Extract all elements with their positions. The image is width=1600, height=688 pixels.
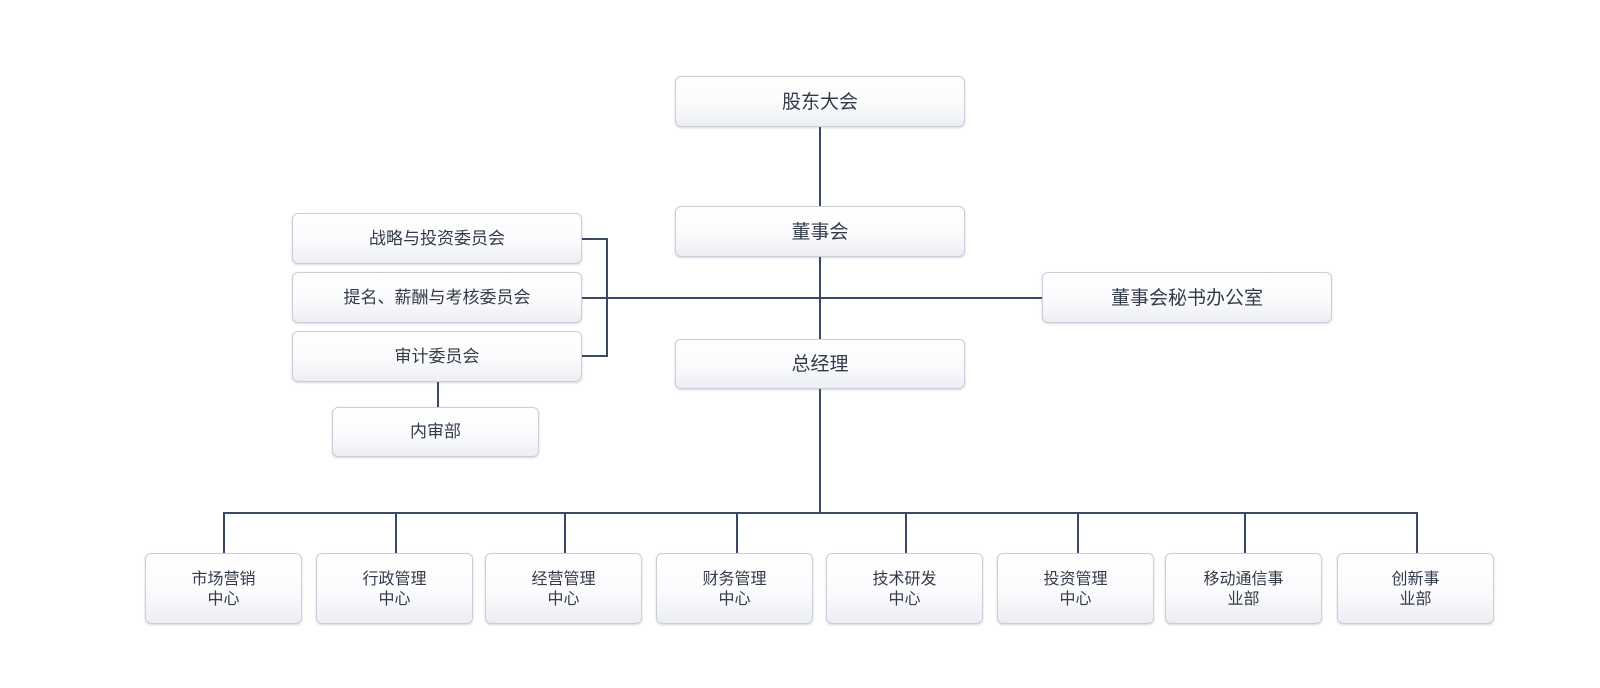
center-label-line2: 中心 [547,588,580,608]
center-label-line1: 投资管理 [1043,568,1108,588]
node-board-office-label: 董事会秘书办公室 [1110,286,1263,309]
node-board-label: 董事会 [791,220,849,243]
node-audit-committee-label: 审计委员会 [394,346,480,367]
node-center-administration: 行政管理 中心 [316,553,473,624]
node-shareholders: 股东大会 [675,76,965,127]
node-division-mobile: 移动通信事 业部 [1165,553,1322,624]
center-label-line2: 业部 [1227,588,1260,608]
center-label-line2: 中心 [718,588,751,608]
center-label-line1: 创新事 [1391,568,1440,588]
node-center-finance: 财务管理 中心 [656,553,813,624]
center-drop-3 [564,512,566,554]
node-division-innovation: 创新事 业部 [1337,553,1494,624]
center-label-line1: 移动通信事 [1203,568,1284,588]
connector-shareholders-board [819,127,821,207]
node-nomination-committee: 提名、薪酬与考核委员会 [292,272,582,323]
node-strategy-committee: 战略与投资委员会 [292,213,582,264]
center-label-line2: 中心 [1059,588,1092,608]
node-center-operations: 经营管理 中心 [485,553,642,624]
center-label-line1: 市场营销 [191,568,256,588]
node-center-rnd: 技术研发 中心 [826,553,983,624]
bracket-bottom [582,355,608,357]
center-drop-5 [905,512,907,554]
center-label-line2: 中心 [207,588,240,608]
node-board-office: 董事会秘书办公室 [1042,272,1332,323]
center-drop-2 [395,512,397,554]
bracket-vertical [606,238,608,357]
node-strategy-committee-label: 战略与投资委员会 [369,228,505,249]
node-internal-audit: 内审部 [332,407,539,457]
node-gm: 总经理 [675,339,965,389]
node-center-marketing: 市场营销 中心 [145,553,302,624]
node-shareholders-label: 股东大会 [781,90,858,113]
center-label-line1: 财务管理 [702,568,767,588]
center-label-line2: 中心 [888,588,921,608]
center-label-line1: 技术研发 [872,568,937,588]
center-label-line2: 业部 [1399,588,1432,608]
bracket-top [582,238,608,240]
center-drop-4 [736,512,738,554]
node-nomination-committee-label: 提名、薪酬与考核委员会 [343,287,531,308]
center-label-line1: 行政管理 [362,568,427,588]
center-drop-6 [1077,512,1079,554]
node-internal-audit-label: 内审部 [410,422,461,442]
node-gm-label: 总经理 [791,353,849,375]
center-label-line2: 中心 [378,588,411,608]
centers-horizontal-bus [223,512,1418,514]
node-board: 董事会 [675,206,965,257]
connector-audit-internal [437,382,439,407]
center-drop-8 [1416,512,1418,554]
connector-gm-centers [819,389,821,514]
center-drop-1 [223,512,225,554]
node-audit-committee: 审计委员会 [292,331,582,382]
connector-horizontal-committees-office [582,297,1042,299]
center-drop-7 [1244,512,1246,554]
node-center-investment: 投资管理 中心 [997,553,1154,624]
center-label-line1: 经营管理 [531,568,596,588]
